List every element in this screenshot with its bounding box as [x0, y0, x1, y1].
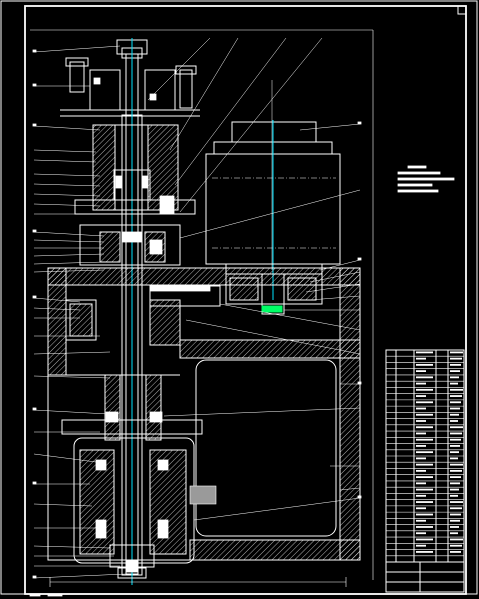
bom-cell-mark: [450, 451, 459, 454]
flange-section: [79, 224, 181, 266]
bom-cell-mark: [450, 420, 458, 422]
bom-cell-mark: [450, 351, 463, 354]
bom-cell-mark: [450, 388, 463, 391]
leader-lines-top: [147, 37, 323, 270]
bom-cell-mark: [450, 463, 463, 466]
bom-cell-mark: [416, 370, 426, 373]
bom-cell-mark: [416, 445, 426, 447]
bom-cell-mark: [416, 395, 426, 397]
bottom-bearing-housing: [73, 437, 217, 579]
bom-cell-mark: [416, 451, 433, 454]
bom-cell-mark: [416, 388, 433, 391]
bom-cell-mark: [450, 544, 462, 547]
bom-cell-mark: [416, 519, 426, 522]
bom-cell-mark: [416, 351, 433, 354]
bom-cell-mark: [416, 438, 433, 441]
upper-cylinder-housing: [74, 124, 196, 215]
bom-cell-mark: [416, 432, 426, 435]
bom-cell-mark: [450, 376, 459, 379]
bom-cell-mark: [416, 420, 426, 422]
bom-cell-mark: [450, 513, 461, 516]
bom-cell-mark: [416, 382, 426, 385]
bom-cell-mark: [450, 488, 459, 491]
bom-cell-mark: [450, 519, 460, 522]
bom-cell-mark: [416, 401, 433, 404]
main-spindle: [121, 38, 143, 585]
bom-cell-mark: [416, 457, 426, 460]
bom-cell-mark: [416, 526, 433, 528]
bom-cell-mark: [450, 382, 458, 385]
bom-cell-mark: [450, 370, 460, 373]
corner-mark: [457, 5, 467, 15]
bom-cell-mark: [416, 532, 426, 535]
bom-cell-mark: [450, 482, 460, 485]
bom-cell-mark: [416, 488, 433, 491]
bom-cell-mark: [450, 501, 463, 503]
bom-cell-mark: [416, 551, 433, 553]
bom-cell-mark: [416, 363, 433, 366]
bom-cell-mark: [450, 357, 462, 360]
technical-notes: [397, 165, 455, 193]
bom-cell-mark: [416, 482, 426, 485]
bom-cell-mark: [416, 407, 426, 410]
bom-cell-mark: [450, 426, 463, 429]
bom-cell-mark: [416, 538, 433, 541]
bom-cell-mark: [450, 407, 460, 410]
bom-cell-mark: [416, 426, 433, 429]
bom-cell-mark: [450, 445, 460, 447]
leader-ticks: [32, 49, 362, 579]
bom-cell-mark: [416, 544, 426, 547]
bom-cell-mark: [450, 438, 461, 441]
bom-cell-mark: [450, 469, 462, 472]
bom-cell-mark: [416, 463, 433, 466]
bom-cell-mark: [416, 469, 426, 472]
sheet-corner-marks: [29, 593, 63, 597]
bom-cell-mark: [416, 513, 433, 516]
bom-cell-mark: [450, 413, 459, 416]
lower-spindle-housing: [61, 374, 203, 441]
leader-lines-right: [163, 123, 361, 521]
bom-cell-mark: [450, 538, 463, 541]
bill-of-materials: [385, 349, 465, 593]
bom-cell-mark: [450, 507, 462, 510]
bom-cell-mark: [450, 432, 462, 435]
bom-cell-mark: [450, 494, 458, 497]
bom-cell-mark: [416, 507, 426, 510]
bom-cell-mark: [450, 526, 459, 528]
bom-cell-mark: [416, 357, 426, 360]
bom-cell-mark: [450, 476, 461, 479]
bom-cell-mark: [450, 457, 458, 460]
bom-cell-mark: [416, 376, 433, 379]
bom-cell-mark: [416, 494, 426, 497]
bom-cell-mark: [416, 501, 433, 503]
leader-lines-left: [33, 45, 127, 579]
top-valve-assembly: [60, 39, 200, 117]
sheet-inner-border: [24, 5, 467, 595]
bom-cell-mark: [416, 476, 433, 479]
bom-cell-mark: [450, 401, 461, 404]
bom-cell-mark: [450, 363, 461, 366]
bom-cell-mark: [416, 413, 433, 416]
dimension-bottom: [49, 577, 347, 587]
bom-cell-mark: [450, 532, 458, 535]
bom-cell-mark: [450, 395, 462, 397]
bom-cell-mark: [450, 551, 461, 553]
